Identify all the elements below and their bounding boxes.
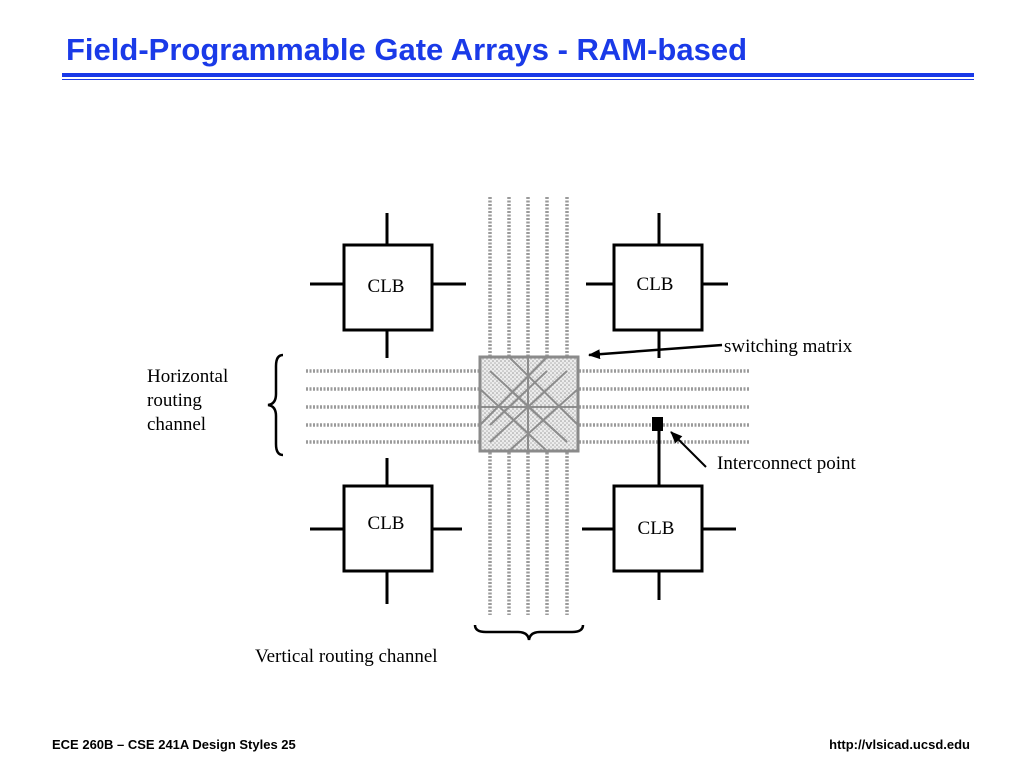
clb-bottom-left: CLB (310, 458, 462, 604)
clb-label: CLB (638, 518, 675, 539)
vertical-channel-label: Vertical routing channel (255, 646, 438, 667)
interconnect-point (652, 417, 663, 431)
switching-matrix-label: switching matrix (724, 336, 853, 357)
clb-bottom-right: CLB (582, 428, 736, 600)
footer-url: http://vlsicad.ucsd.edu (829, 737, 970, 752)
slide-title: Field-Programmable Gate Arrays - RAM-bas… (66, 32, 748, 67)
footer-course-info: ECE 260B – CSE 241A Design Styles 25 (52, 737, 296, 752)
interconnect-point-label: Interconnect point (717, 453, 856, 474)
horizontal-channel-label-line1: Horizontal (147, 366, 228, 387)
clb-top-left: CLB (310, 213, 466, 358)
switching-matrix-arrow (588, 343, 723, 360)
clb-top-right: CLB (586, 213, 728, 358)
horizontal-channel-label-line2: routing (147, 390, 202, 411)
horizontal-channel-label-line3: channel (147, 414, 206, 435)
clb-label: CLB (368, 276, 405, 297)
interconnect-point-arrow (670, 431, 707, 468)
horizontal-channel-brace (267, 353, 284, 457)
switching-matrix (478, 355, 580, 453)
title-underline-thin (62, 79, 974, 80)
clb-label: CLB (637, 274, 674, 295)
vertical-routing-channel (488, 197, 569, 615)
vertical-channel-brace (473, 624, 585, 641)
title-underline (62, 73, 974, 77)
clb-label: CLB (368, 513, 405, 534)
